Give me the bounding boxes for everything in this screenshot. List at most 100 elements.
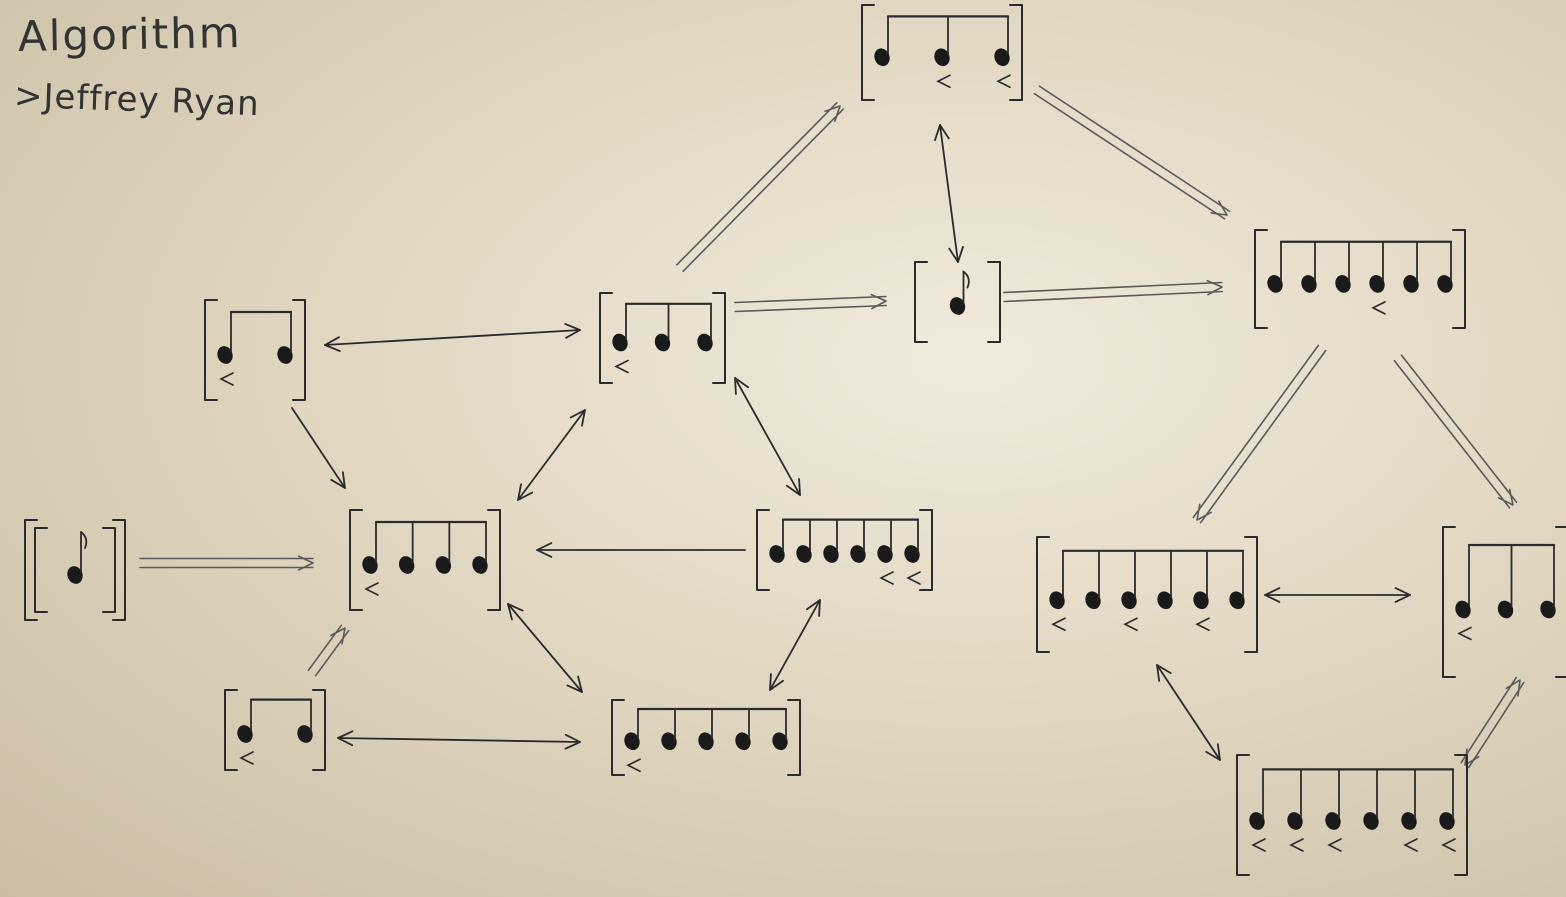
left-bracket — [204, 299, 218, 401]
edge-line — [1003, 290, 1224, 303]
edge-line — [939, 124, 959, 263]
node-single-mid — [914, 261, 1001, 343]
edge-six-right-to-five — [769, 599, 821, 691]
note-head — [237, 725, 253, 743]
note-head — [1085, 591, 1101, 610]
accent-mark — [1123, 617, 1138, 632]
accent-mark — [239, 751, 254, 765]
accent-mark — [1457, 626, 1472, 641]
note-head — [994, 48, 1010, 67]
arrowhead — [769, 673, 784, 691]
edge-line — [337, 737, 581, 743]
note-head — [1439, 812, 1455, 830]
edge-line — [675, 102, 838, 266]
accent-mark — [1403, 838, 1418, 852]
note-head — [823, 545, 839, 563]
arrowhead — [330, 471, 346, 489]
left-bracket — [1254, 229, 1268, 329]
note-head — [1437, 275, 1453, 293]
accent-mark — [996, 74, 1011, 89]
edges-layer — [139, 85, 1525, 769]
edge-six-bottom-to-three-edge — [1460, 676, 1525, 769]
right-bracket — [919, 509, 933, 591]
node-three-top — [861, 4, 1023, 101]
right-bracket — [312, 689, 326, 771]
accent-mark — [364, 582, 379, 596]
accent-mark — [219, 372, 234, 386]
note-head — [624, 732, 640, 751]
accent-mark — [1371, 301, 1386, 315]
note-head — [1325, 812, 1341, 830]
right-bracket — [112, 519, 126, 621]
left-bracket — [34, 527, 48, 613]
accent-mark — [1051, 617, 1066, 632]
edge-three-mid-to-six-right — [734, 377, 801, 496]
accent-mark — [1289, 838, 1304, 852]
right-bracket — [1452, 229, 1466, 329]
accent-mark — [879, 571, 894, 585]
arrowhead — [1505, 679, 1521, 697]
arrowhead — [297, 555, 314, 571]
note-head — [1497, 600, 1514, 619]
edge-line — [1467, 681, 1525, 769]
arrowhead — [734, 377, 749, 395]
note-head — [1049, 591, 1065, 610]
edge-six-lower-to-six-bottom — [1156, 664, 1221, 761]
edge-four-to-five — [507, 603, 583, 693]
node-two-top — [204, 299, 306, 401]
left-bracket — [756, 509, 770, 591]
arrowhead — [1205, 743, 1221, 761]
right-bracket — [487, 509, 501, 611]
node-six-lower — [1036, 536, 1258, 653]
arrowhead — [569, 409, 586, 427]
edge-line — [517, 409, 586, 501]
arrowhead — [934, 124, 950, 142]
edge-three-mid-to-four — [517, 409, 586, 501]
note-head — [435, 556, 452, 574]
left-bracket — [224, 689, 238, 771]
edge-three-top-to-single-mid — [934, 124, 964, 263]
node-six-top-right — [1254, 229, 1466, 329]
right-bracket — [1009, 4, 1023, 101]
arrowhead — [337, 730, 354, 747]
edge-line — [769, 599, 821, 691]
edge-six-lower-to-three-edge — [1264, 587, 1411, 603]
right-bracket — [1454, 754, 1468, 876]
node-three-edge — [1442, 526, 1566, 678]
note-head — [277, 346, 293, 364]
note-head — [850, 545, 866, 563]
note-head — [934, 48, 950, 67]
accent-mark — [936, 74, 951, 89]
arrowhead — [1206, 279, 1223, 296]
node-six-right — [756, 509, 933, 591]
note-head — [1267, 275, 1283, 293]
right-bracket — [987, 261, 1001, 343]
edge-line — [734, 304, 887, 313]
edge-line — [507, 603, 583, 693]
arrowhead — [330, 627, 346, 645]
edge-line — [682, 108, 845, 272]
arrowhead — [948, 245, 964, 263]
edge-line — [734, 295, 887, 304]
edge-line — [734, 377, 801, 496]
left-bracket — [24, 519, 38, 621]
left-bracket — [861, 4, 875, 101]
left-bracket — [1236, 754, 1250, 876]
arrowhead — [806, 599, 821, 617]
nodes-layer — [24, 4, 1566, 876]
arrowhead — [1210, 200, 1228, 216]
left-bracket — [1442, 526, 1456, 678]
note-head — [1455, 600, 1471, 619]
note-head — [1301, 275, 1317, 293]
arrowhead — [1196, 503, 1212, 521]
note-head — [1540, 600, 1556, 619]
right-bracket — [787, 699, 801, 776]
left-bracket — [349, 509, 363, 611]
edge-two-bottom-to-five — [337, 730, 581, 750]
note-head — [654, 333, 671, 352]
note-head — [472, 556, 488, 574]
note-head — [297, 725, 313, 743]
arrowhead — [1497, 488, 1514, 506]
